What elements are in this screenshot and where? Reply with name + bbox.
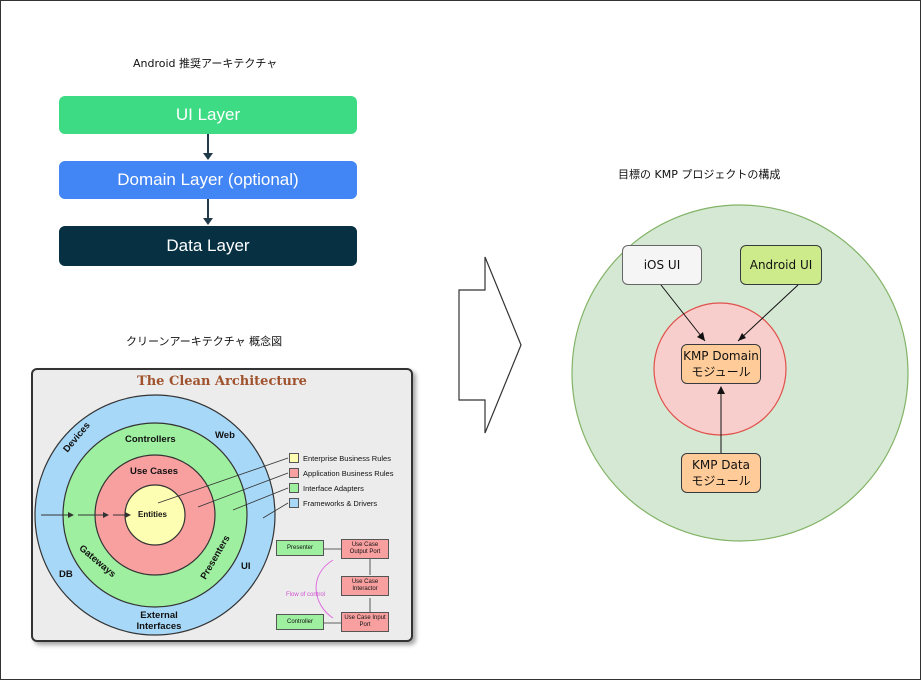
transition-arrow-icon <box>458 256 522 434</box>
legend-swatch <box>289 498 299 508</box>
label-use-cases: Use Cases <box>130 466 179 477</box>
flow-interactor: Use Case Interactor <box>341 576 389 596</box>
legend-enterprise: Enterprise Business Rules <box>289 453 391 463</box>
android-arch-title: Android 推奨アーキテクチャ <box>133 57 278 70</box>
kmp-title: 目標の KMP プロジェクトの構成 <box>618 168 781 181</box>
clean-architecture-image: The Clean Architecture Devices Web DB UI… <box>31 368 413 642</box>
legend-adapters: Interface Adapters <box>289 483 364 493</box>
legend-label: Application Business Rules <box>303 468 394 478</box>
legend-swatch <box>289 453 299 463</box>
legend-swatch <box>289 468 299 478</box>
clean-image-title: The Clean Architecture <box>137 374 307 389</box>
label-controllers: Controllers <box>125 434 176 445</box>
flow-presenter: Presenter <box>276 540 324 556</box>
data-layer-box: Data Layer <box>59 226 357 266</box>
android-ui-node: Android UI <box>740 245 822 285</box>
kmp-domain-module-node: KMP Domain モジュール <box>681 344 761 384</box>
arrow-ui-to-domain <box>203 134 213 160</box>
clean-rings-svg <box>34 394 371 636</box>
label-external-interfaces: External Interfaces <box>136 610 182 632</box>
legend-label: Enterprise Business Rules <box>303 453 391 463</box>
label-entities: Entities <box>138 510 167 519</box>
flow-of-control-label: Flow of control <box>286 592 326 598</box>
ios-ui-node: iOS UI <box>622 245 702 285</box>
legend-application: Application Business Rules <box>289 468 393 478</box>
clean-arch-title: クリーンアーキテクチャ 概念図 <box>126 335 283 348</box>
label-ui: UI <box>241 561 251 572</box>
kmp-data-module-node: KMP Data モジュール <box>681 453 761 493</box>
legend-label: Frameworks & Drivers <box>303 498 378 508</box>
legend-swatch <box>289 483 299 493</box>
legend-label: Interface Adapters <box>303 483 364 493</box>
flow-input-port: Use Case Input Port <box>341 612 389 632</box>
domain-layer-box: Domain Layer (optional) <box>59 161 357 199</box>
ui-layer-box: UI Layer <box>59 96 357 134</box>
legend-frameworks: Frameworks & Drivers <box>289 498 377 508</box>
flow-output-port: Use Case Output Port <box>341 539 389 559</box>
flow-controller: Controller <box>276 614 324 630</box>
arrow-domain-to-data <box>203 199 213 225</box>
label-db: DB <box>59 569 73 580</box>
label-web: Web <box>215 430 235 441</box>
